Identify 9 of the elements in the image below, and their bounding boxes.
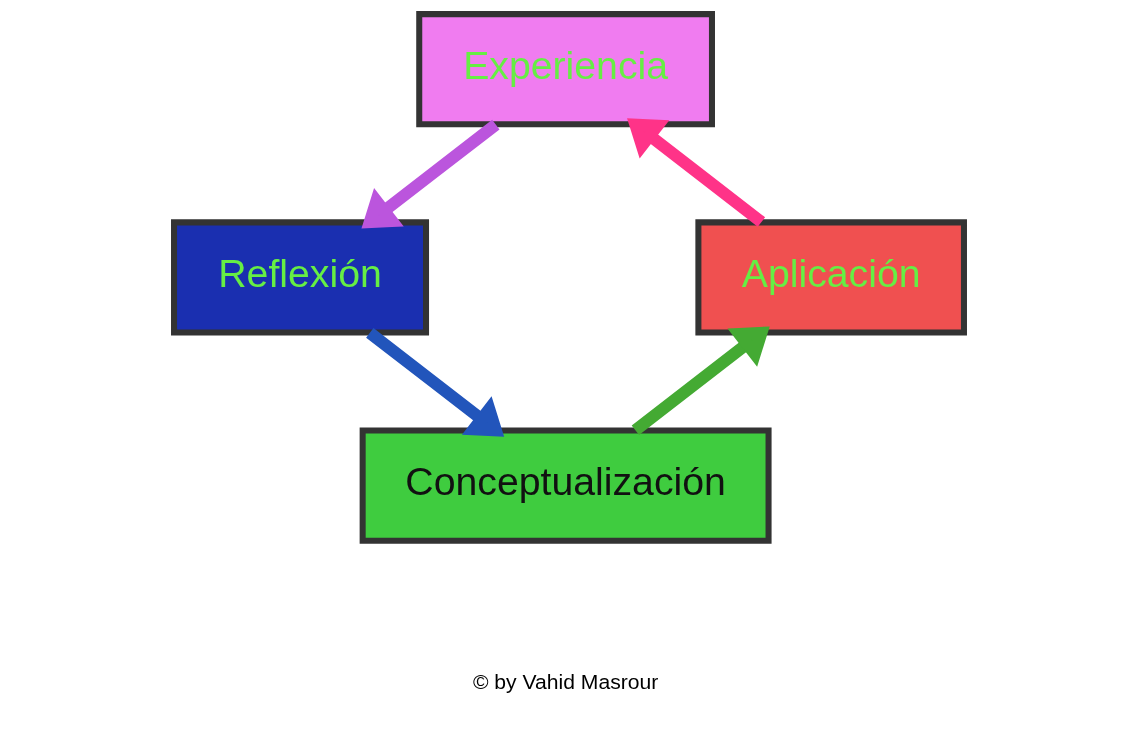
node-box: Aplicación [695,219,967,336]
arrow [631,326,770,436]
node-box: Conceptualización [359,427,772,544]
node-box: Experiencia [416,11,715,128]
label: © by Vahid Masrour [472,669,659,693]
arrow [627,118,766,227]
node-box: Reflexión [171,219,430,336]
arrow [366,328,505,437]
arrow [361,119,500,229]
